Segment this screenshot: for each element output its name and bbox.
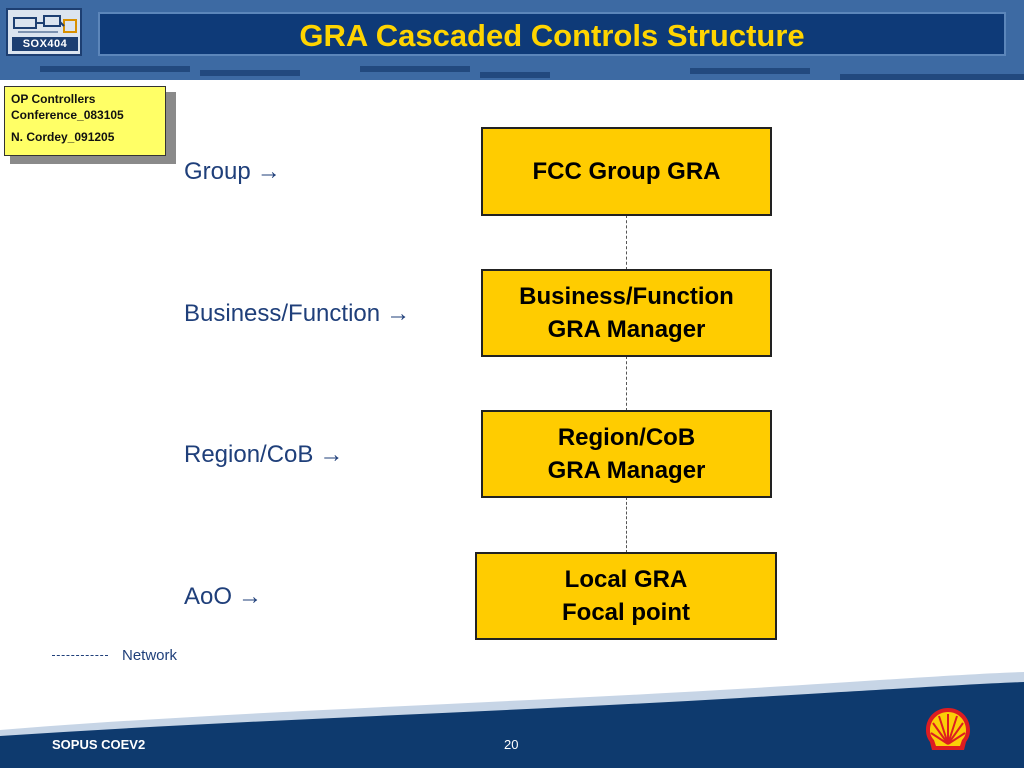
conference-note: OP Controllers Conference_083105 N. Cord… xyxy=(4,86,166,156)
shell-logo-icon xyxy=(926,708,970,750)
arrow-right-icon: → xyxy=(238,583,263,610)
header-stripe xyxy=(360,66,470,72)
network-connector xyxy=(626,215,627,270)
box-region-cob-gra-manager: Region/CoB GRA Manager xyxy=(481,410,772,498)
level-label-business-function: Business/Function→ xyxy=(184,300,410,328)
header-stripe xyxy=(480,72,550,78)
arrow-right-icon: → xyxy=(319,441,344,468)
box-business-function-gra-manager: Business/Function GRA Manager xyxy=(481,269,772,357)
header-stripe xyxy=(200,70,300,76)
level-text: Group xyxy=(184,158,251,185)
footer-text: SOPUS COEV2 xyxy=(52,737,146,752)
level-text: AoO xyxy=(184,583,233,610)
page-number: 20 xyxy=(504,737,519,752)
sox404-logo: SOX404 xyxy=(6,8,82,56)
level-label-aoo: AoO→ xyxy=(184,583,262,611)
box-line: Region/CoB xyxy=(557,424,696,451)
header-stripe xyxy=(40,66,190,72)
legend-dashed-line xyxy=(52,655,108,656)
header-stripe xyxy=(840,74,1024,80)
logo-text: SOX404 xyxy=(12,37,78,51)
level-text: Business/Function xyxy=(184,300,381,327)
legend-label: Network xyxy=(122,647,178,664)
box-line: Business/Function xyxy=(519,283,734,310)
circuit-icon xyxy=(13,15,77,33)
page-title: GRA Cascaded Controls Structure xyxy=(299,18,805,53)
note-line: OP Controllers xyxy=(11,92,96,106)
note-line: N. Cordey_091205 xyxy=(11,130,115,144)
header-stripe xyxy=(690,68,810,74)
level-label-region-cob: Region/CoB→ xyxy=(184,441,343,469)
box-line: Local GRA xyxy=(564,566,688,593)
box-line: Focal point xyxy=(562,599,690,626)
level-label-group: Group→ xyxy=(184,158,281,186)
box-local-gra-focal-point: Local GRA Focal point xyxy=(475,552,777,640)
arrow-right-icon: → xyxy=(386,300,411,327)
box-line: FCC Group GRA xyxy=(532,158,721,185)
title-bar: GRA Cascaded Controls Structure xyxy=(98,12,1006,56)
box-line: GRA Manager xyxy=(547,316,706,343)
box-line: GRA Manager xyxy=(547,457,706,484)
arrow-right-icon: → xyxy=(256,158,281,185)
footer-swoosh xyxy=(0,672,1024,768)
box-fcc-group-gra: FCC Group GRA xyxy=(481,127,772,216)
level-text: Region/CoB xyxy=(184,441,314,468)
note-line: Conference_083105 xyxy=(11,108,124,122)
network-connector xyxy=(626,356,627,411)
network-connector xyxy=(626,497,627,553)
